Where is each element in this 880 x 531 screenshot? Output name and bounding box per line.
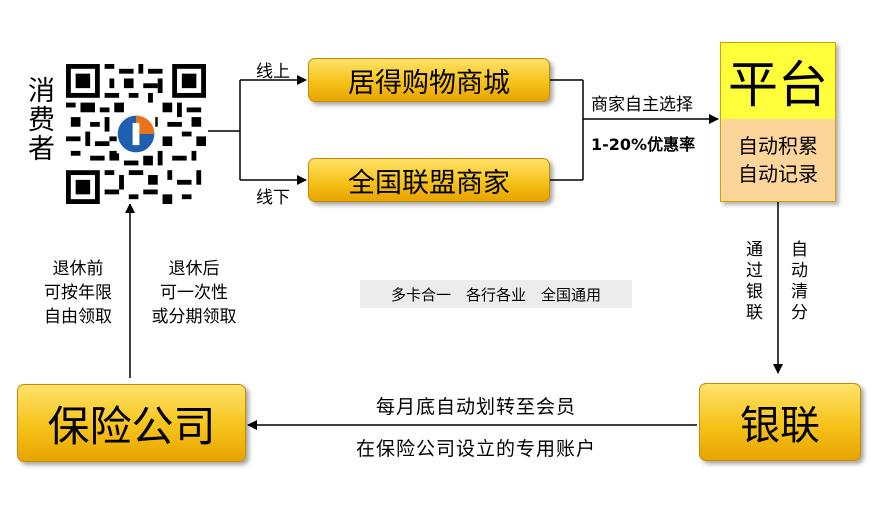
insurance-label: 保险公司 [47,401,216,451]
before-retire-line2: 可按年限 [44,283,112,303]
unionpay-box[interactable]: 银联 [699,383,861,461]
platform-line1: 自动积累 [738,134,818,158]
online-label: 线上 [256,62,290,82]
after-retire-line3: 或分期领取 [151,307,237,327]
after-retire-text: 退休后 可一次性 或分期领取 [136,257,252,329]
multi-card-tag: 多卡合一 各行各业 全国通用 [360,280,632,308]
mall-label: 居得购物商城 [348,67,510,99]
platform-box[interactable]: 平台 自动积累 自动记录 [720,42,836,202]
before-retire-line1: 退休前 [52,259,104,279]
discount-label: 1-20%优惠率 [591,135,696,154]
after-retire-line1: 退休后 [168,259,220,279]
consumer-label: 消费者 [23,76,54,163]
before-retire-text: 退休前 可按年限 自由领取 [28,257,128,329]
multi-card-label: 多卡合一 各行各业 全国通用 [390,285,601,304]
platform-detail: 自动积累 自动记录 [721,119,835,201]
merchant-choice-label: 商家自主选择 [591,95,693,115]
qr-code-icon[interactable] [66,64,206,204]
auto-clearing-text: 自动清分 [787,240,807,324]
offline-label: 线下 [256,188,290,208]
after-retire-line2: 可一次性 [160,283,228,303]
platform-line2: 自动记录 [738,162,818,186]
transfer-line1: 每月底自动划转至会员 [375,396,576,418]
before-retire-line3: 自由领取 [44,307,112,327]
through-unionpay-text: 通过银联 [742,240,762,324]
alliance-box[interactable]: 全国联盟商家 [308,158,550,202]
unionpay-label: 银联 [740,403,820,449]
platform-title: 平台 [721,43,835,119]
transfer-line2: 在保险公司设立的专用账户 [355,438,596,460]
insurance-box[interactable]: 保险公司 [17,384,246,462]
alliance-label: 全国联盟商家 [348,167,510,199]
mall-box[interactable]: 居得购物商城 [308,58,550,102]
